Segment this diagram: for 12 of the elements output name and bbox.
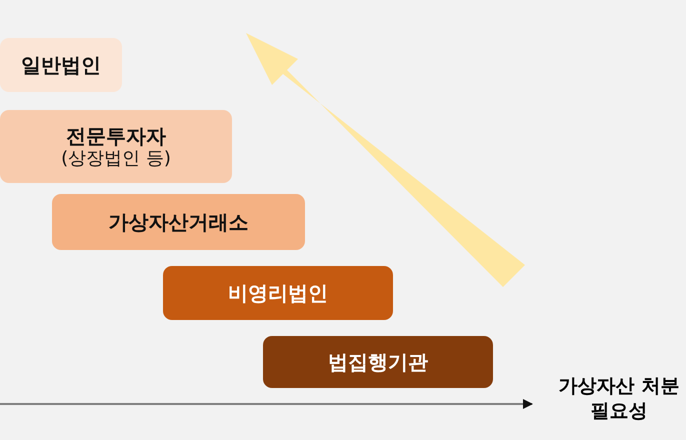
box-title: 비영리법인 — [228, 281, 328, 305]
box-title: 일반법인 — [21, 53, 101, 77]
box-title: 전문투자자 — [66, 124, 166, 148]
axis-label: 가상자산 처분필요성 — [558, 374, 680, 424]
category-box — [0, 110, 232, 183]
box-title: 가상자산거래소 — [108, 210, 248, 234]
category-box — [0, 38, 122, 92]
box-title: 법집행기관 — [328, 350, 428, 374]
category-box — [163, 266, 393, 320]
category-box — [52, 194, 305, 250]
category-box — [263, 336, 493, 388]
box-subtitle: (상장법인 등) — [61, 148, 171, 170]
